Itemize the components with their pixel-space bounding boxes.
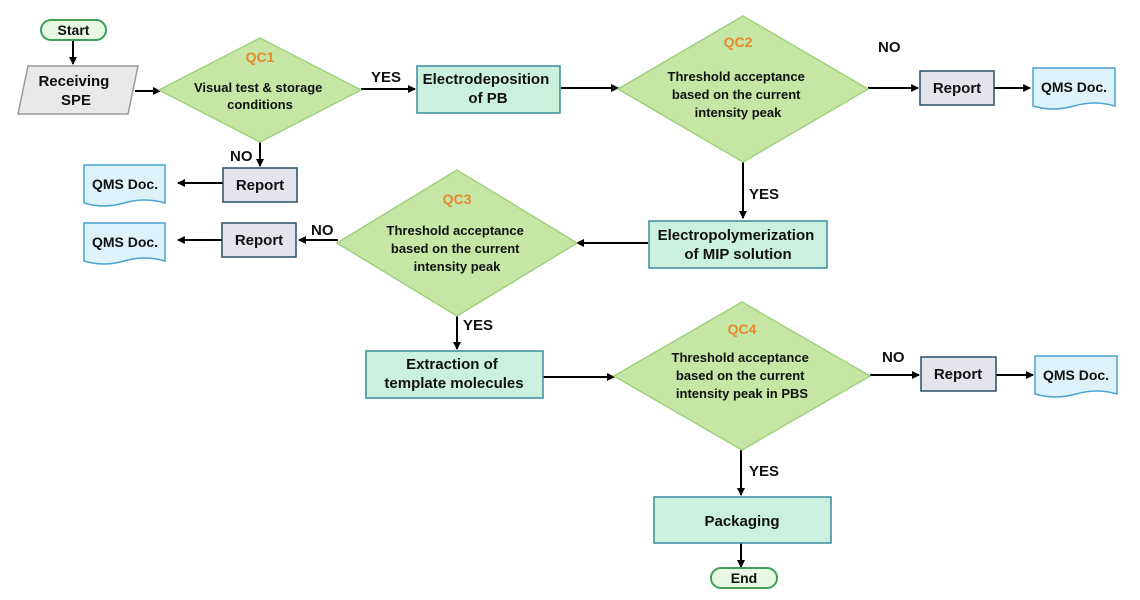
electropolymerization-label: Electropolymerization of MIP solution — [658, 227, 819, 263]
packaging-process: Packaging — [653, 496, 832, 544]
qc1-tag: QC1 — [246, 49, 275, 65]
end-terminal-shape — [710, 567, 778, 589]
qc2-tag: QC2 — [724, 34, 753, 50]
start-terminal: Start — [40, 19, 107, 41]
report-qc4-box — [920, 356, 997, 392]
report-qc3-label: Report — [235, 232, 283, 249]
report-qc4: Report — [920, 356, 997, 392]
edge-labels: YES NO NO YES NO YES NO YES — [230, 39, 905, 480]
packaging-label: Packaging — [704, 513, 779, 530]
extraction-label: Extraction of template molecules — [384, 356, 523, 392]
qms-doc-qc4-label: QMS Doc. — [1043, 367, 1109, 383]
qc2-diamond — [616, 15, 870, 163]
receiving-spe-label: Receiving SPE — [38, 73, 113, 109]
qms-doc-qc1: QMS Doc. — [83, 164, 166, 207]
report-qc3: Report — [221, 222, 297, 258]
qc2-decision: QC2 Threshold acceptance based on the cu… — [616, 15, 870, 163]
label-no-qc4: NO — [882, 349, 905, 366]
arrows — [69, 40, 1034, 568]
electrodeposition-process: Electrodeposition of PB — [416, 65, 561, 114]
qms-doc-qc1-label: QMS Doc. — [92, 176, 158, 192]
start-label: Start — [58, 22, 90, 38]
packaging-box — [653, 496, 832, 544]
qms-doc-qc1-shape — [83, 164, 166, 207]
end-terminal: End — [710, 567, 778, 589]
report-qc4-label: Report — [934, 366, 982, 383]
qc3-question: Threshold acceptance based on the curren… — [387, 223, 528, 274]
qc3-diamond — [335, 169, 579, 317]
qms-doc-qc3-shape — [83, 222, 166, 265]
report-qc2-box — [919, 70, 995, 106]
label-yes-qc2: YES — [749, 186, 779, 203]
qc2-question: Threshold acceptance based on the curren… — [668, 69, 809, 120]
qc4-tag: QC4 — [728, 321, 757, 337]
qms-doc-qc2: QMS Doc. — [1032, 67, 1116, 110]
receiving-spe-shape — [17, 65, 139, 115]
qc4-diamond — [612, 301, 872, 451]
receiving-spe-input: Receiving SPE — [17, 65, 139, 115]
end-label: End — [731, 570, 757, 586]
label-no-qc1: NO — [230, 148, 253, 165]
qc1-diamond — [157, 37, 363, 143]
report-qc2: Report — [919, 70, 995, 106]
qc4-decision: QC4 Threshold acceptance based on the cu… — [612, 301, 872, 451]
label-no-qc2: NO — [878, 39, 901, 56]
label-no-qc3: NO — [311, 222, 334, 239]
report-qc3-box — [221, 222, 297, 258]
qc1-question: Visual test & storage conditions — [194, 80, 326, 112]
label-yes-qc4: YES — [749, 463, 779, 480]
report-qc2-label: Report — [933, 80, 981, 97]
report-qc1-label: Report — [236, 177, 284, 194]
qms-doc-qc3-label: QMS Doc. — [92, 234, 158, 250]
qc3-decision: QC3 Threshold acceptance based on the cu… — [335, 169, 579, 317]
qc4-question: Threshold acceptance based on the curren… — [672, 350, 813, 401]
qms-doc-qc4: QMS Doc. — [1034, 355, 1118, 398]
qc1-decision: QC1 Visual test & storage conditions — [157, 37, 363, 143]
qms-doc-qc3: QMS Doc. — [83, 222, 166, 265]
extraction-box — [365, 350, 544, 399]
electropolymerization-box — [648, 220, 828, 269]
qms-doc-qc4-shape — [1034, 355, 1118, 398]
electrodeposition-box — [416, 65, 561, 114]
qms-doc-qc2-label: QMS Doc. — [1041, 79, 1107, 95]
electrodeposition-label: Electrodeposition of PB — [423, 71, 554, 107]
qms-doc-qc2-shape — [1032, 67, 1116, 110]
electropolymerization-process: Electropolymerization of MIP solution — [648, 220, 828, 269]
label-yes-qc3: YES — [463, 317, 493, 334]
extraction-process: Extraction of template molecules — [365, 350, 544, 399]
report-qc1-box — [222, 167, 298, 203]
start-terminal-shape — [40, 19, 107, 41]
report-qc1: Report — [222, 167, 298, 203]
qc3-tag: QC3 — [443, 191, 472, 207]
label-yes-qc1: YES — [371, 69, 401, 86]
